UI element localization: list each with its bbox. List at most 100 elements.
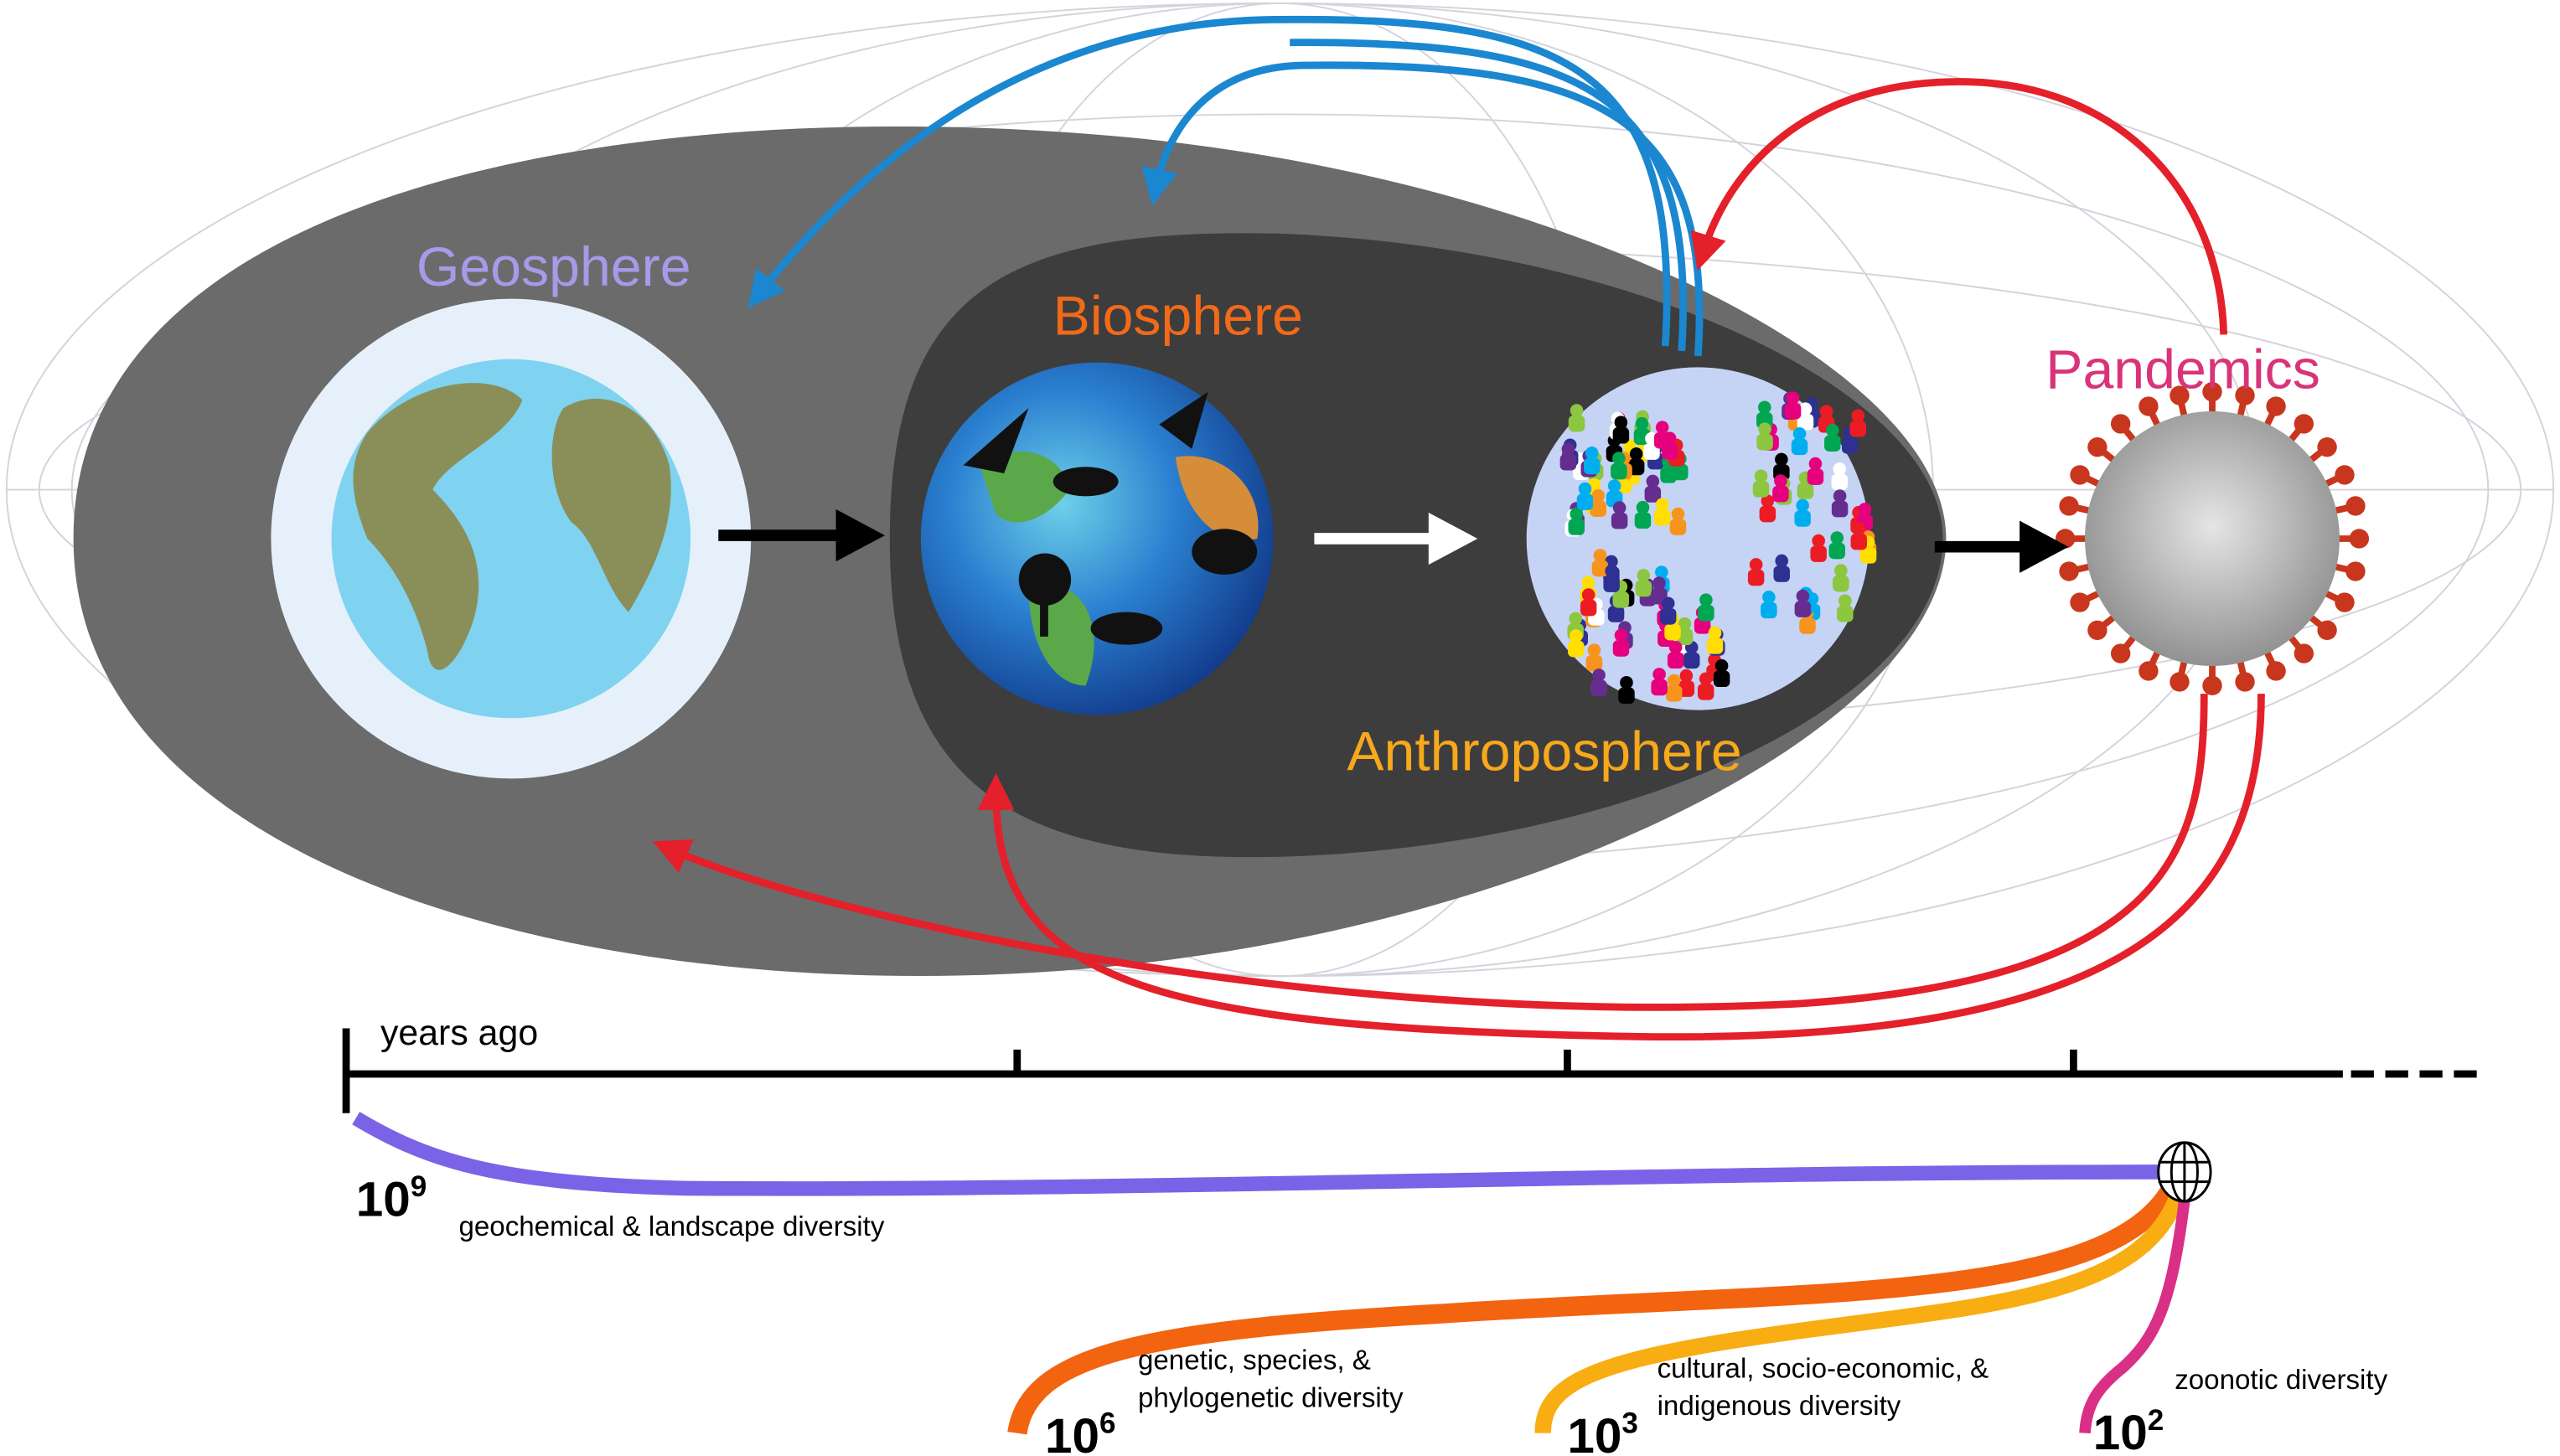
person-figure [1706,626,1724,654]
geochemical-label: geochemical & landscape diversity [458,1211,884,1242]
virus-spike-head [2294,414,2314,434]
person-figure [1837,594,1854,622]
person-figure [1653,421,1671,449]
person-figure [1667,640,1684,669]
person-figure [1568,404,1585,432]
anthroposphere-label: Anthroposphere [1347,721,1741,783]
progression-arrows [718,509,2069,573]
person-figure [1584,447,1601,475]
feedback-arrows-blue [747,15,1704,357]
virus-spike-head [2235,385,2255,405]
person-figure [1591,549,1609,577]
timeline-label: years ago [380,1013,538,1053]
virus-spike-head [2266,396,2286,416]
person-figure [1752,469,1770,498]
person-figure [1611,452,1627,480]
virus-spike-head [2059,496,2079,516]
virus-spike-head [2266,661,2286,681]
person-figure [1761,591,1777,619]
virus-spike-head [2202,675,2222,696]
person-figure [1651,668,1668,696]
person-figure [1713,658,1730,688]
virus-spike-head [2345,496,2366,516]
person-figure [1828,531,1845,560]
virus-spike-head [2317,620,2337,641]
person-figure [1669,507,1687,535]
virus-spike-head [2317,436,2337,457]
timeline-axis [342,1028,2485,1113]
person-figure [1644,474,1662,503]
virus-spike-head [2294,643,2314,663]
person-figure [1794,498,1811,527]
person-figure [1772,474,1789,503]
person-figure [1833,564,1849,592]
virus-spike-head [2070,592,2090,612]
person-figure [1850,522,1868,550]
virus-spike-head [2235,672,2255,692]
person-figure [1831,489,1849,518]
person-figure [1759,494,1776,523]
diversity-curves [352,1112,2190,1435]
person-figure [1559,442,1577,471]
biosphere-label: Biosphere [1053,285,1303,347]
scale-10-9: 109 [356,1170,427,1226]
virus-spike-head [2139,396,2159,416]
virus-spike-head [2070,465,2090,485]
geosphere-label: Geosphere [416,236,691,298]
person-figure [1824,423,1841,452]
coronavirus-image [2055,381,2370,696]
genetic-label-2: phylogenetic diversity [1138,1383,1404,1414]
virus-spike-head [2170,672,2190,692]
biosphere-globe [920,362,1274,715]
person-figure [1612,628,1630,657]
person-figure [1807,457,1824,485]
virus-spike-head [2139,661,2159,681]
virus-spike-head [2345,561,2366,581]
person-figure [1849,409,1866,437]
person-figure [1683,641,1700,669]
person-figure [1784,391,1802,420]
person-figure [1831,462,1848,491]
person-figure [1659,596,1677,625]
feedback-arrows-red [652,78,2265,1041]
person-figure [1590,669,1607,697]
cultural-label-1: cultural, socio-economic, & [1658,1353,1989,1384]
virus-spike-head [2349,529,2370,549]
person-figure [1568,629,1585,658]
person-figure [1585,643,1603,672]
person-figure [1810,534,1827,562]
earth-globe [271,298,752,779]
person-figure [1665,674,1683,702]
virus-spike-head [2335,465,2355,485]
cultural-label-2: indigenous diversity [1658,1391,1901,1422]
person-figure [1603,564,1620,592]
virus-spike-head [2202,381,2222,402]
virus-spike-head [2059,561,2079,581]
small-globe-icon [2157,1141,2212,1203]
genetic-label-1: genetic, species, & [1138,1345,1371,1376]
person-figure [1747,558,1765,586]
person-figure [1634,500,1652,529]
person-figure [1635,569,1652,597]
zoonotic-label: zoonotic diversity [2175,1365,2387,1396]
scale-10-6: 106 [1045,1407,1116,1456]
virus-spike-head [2110,643,2131,663]
person-figure [1612,416,1630,444]
pandemics-label: Pandemics [2045,339,2320,401]
person-figure [1590,488,1607,518]
virus-spike-head [2170,385,2190,405]
person-figure [1698,593,1714,622]
person-figure [1773,554,1790,582]
person-figure [1756,422,1773,451]
virus-spike-head [2110,414,2131,434]
anthroposphere-globe [1526,367,1877,710]
virus-spike-head [2087,620,2107,641]
person-figure [1791,427,1808,456]
person-figure [1618,676,1635,705]
scale-labels: 109 106 103 102 [356,1170,2164,1456]
person-figure [1797,402,1814,431]
person-figure [1580,588,1597,617]
diversity-labels: geochemical & landscape diversity geneti… [458,1211,2387,1422]
person-figure [1568,507,1585,535]
